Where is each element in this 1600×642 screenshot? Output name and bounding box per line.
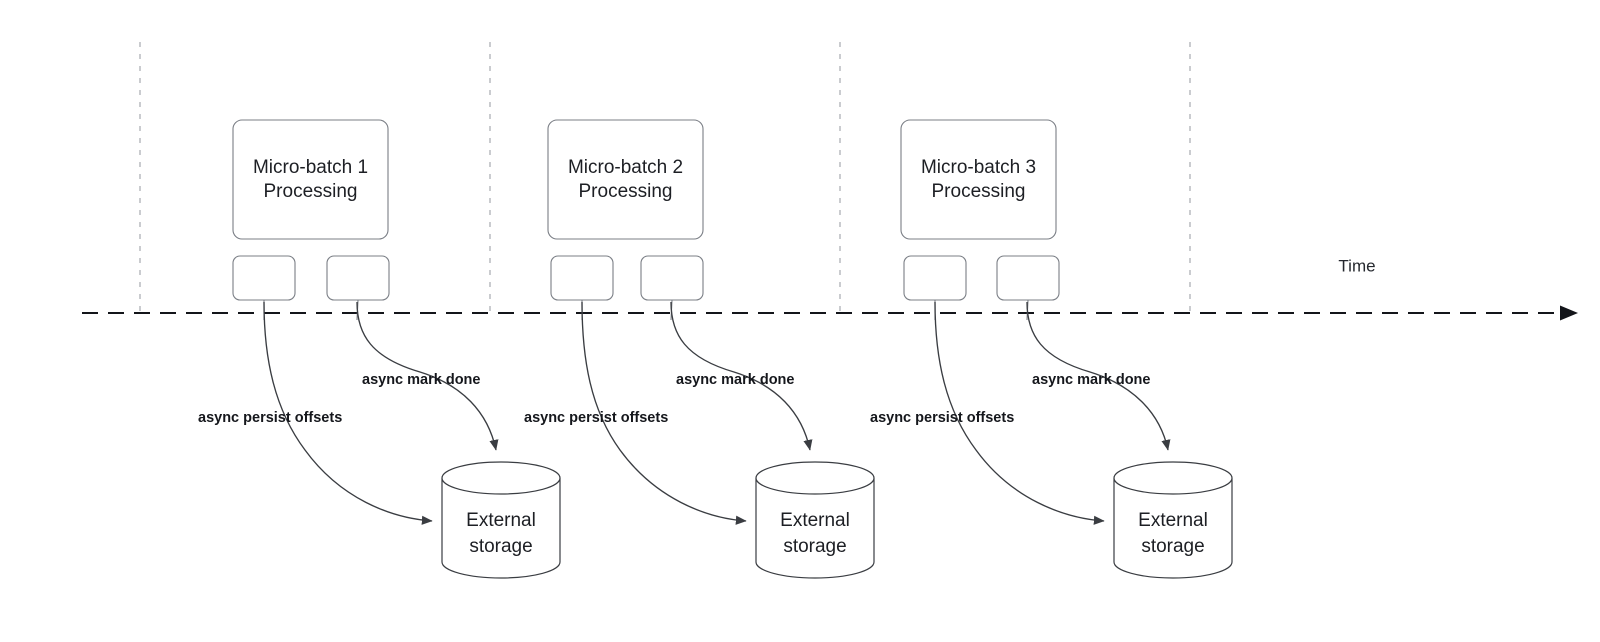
edge-persist-offsets-3 (934, 301, 1105, 525)
group-1: Micro-batch 1 Processing External storag… (198, 119, 561, 579)
storage-label-1-line1: External (466, 510, 536, 531)
mini-box-3a[interactable] (903, 255, 967, 301)
edge-label-persist-offsets-3: async persist offsets (870, 410, 1014, 426)
micro-batch-label-3-line2: Processing (932, 181, 1026, 202)
edge-label-mark-done-1: async mark done (362, 372, 480, 388)
storage-cylinder-body-3 (1113, 478, 1233, 579)
edge-label-mark-done-2: async mark done (676, 372, 794, 388)
external-storage-3[interactable]: External storage (1113, 461, 1233, 579)
storage-cylinder-top-1 (441, 461, 561, 495)
external-storage-2[interactable]: External storage (755, 461, 875, 579)
storage-label-3-line2: storage (1141, 536, 1204, 557)
time-axis-arrowhead (1560, 305, 1578, 321)
time-axis-label: Time (1338, 256, 1375, 275)
edge-mark-done-2 (670, 301, 813, 451)
edge-label-persist-offsets-1: async persist offsets (198, 410, 342, 426)
group-3: Micro-batch 3 Processing External storag… (870, 119, 1233, 579)
micro-batch-box-2[interactable] (547, 119, 704, 240)
edge-persist-offsets-2 (581, 301, 747, 525)
edge-label-mark-done-3: async mark done (1032, 372, 1150, 388)
storage-cylinder-body-2 (755, 478, 875, 579)
micro-batch-label-3-line1: Micro-batch 3 (921, 157, 1036, 178)
mini-box-2b[interactable] (640, 255, 704, 301)
storage-label-2-line2: storage (783, 536, 846, 557)
time-axis (82, 305, 1578, 321)
micro-batch-label-1-line2: Processing (264, 181, 358, 202)
timeline-tick-group (139, 42, 1191, 318)
edge-mark-done-3 (1026, 301, 1171, 451)
mini-box-3b[interactable] (996, 255, 1060, 301)
storage-label-1-line2: storage (469, 536, 532, 557)
mini-box-1a[interactable] (232, 255, 296, 301)
storage-label-3-line1: External (1138, 510, 1208, 531)
micro-batch-label-2-line1: Micro-batch 2 (568, 157, 683, 178)
storage-cylinder-top-3 (1113, 461, 1233, 495)
mini-box-1b[interactable] (326, 255, 390, 301)
micro-batch-label-2-line2: Processing (579, 181, 673, 202)
storage-cylinder-top-2 (755, 461, 875, 495)
storage-cylinder-body-1 (441, 478, 561, 579)
edge-label-persist-offsets-2: async persist offsets (524, 410, 668, 426)
micro-batch-box-3[interactable] (900, 119, 1057, 240)
edge-mark-done-1 (356, 301, 499, 451)
storage-label-2-line1: External (780, 510, 850, 531)
edge-persist-offsets-1 (263, 301, 433, 525)
mini-box-2a[interactable] (550, 255, 614, 301)
external-storage-1[interactable]: External storage (441, 461, 561, 579)
group-2: Micro-batch 2 Processing External storag… (524, 119, 875, 579)
micro-batch-label-1-line1: Micro-batch 1 (253, 157, 368, 178)
micro-batch-box-1[interactable] (232, 119, 389, 240)
